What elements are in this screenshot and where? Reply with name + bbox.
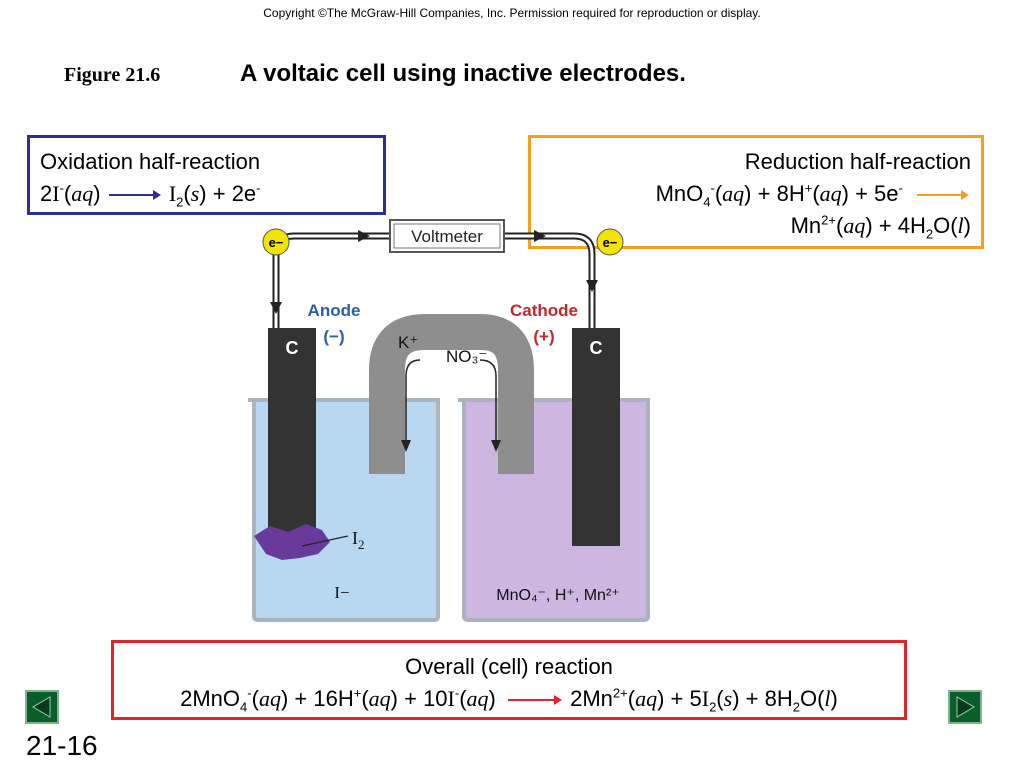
ov-state-l: l bbox=[824, 686, 831, 711]
k-ion-arrow bbox=[405, 359, 421, 444]
ox-state-s: s bbox=[190, 181, 200, 206]
ox-reaction-arrow bbox=[108, 190, 161, 201]
red-mno: MnO bbox=[655, 181, 704, 206]
electron-marker-left bbox=[262, 228, 290, 256]
red-water-h: + 4H bbox=[878, 213, 926, 238]
copyright-notice: Copyright ©The McGraw-Hill Companies, In… bbox=[263, 6, 761, 20]
wire-arrow-right bbox=[534, 230, 546, 242]
ov-mn: 2Mn bbox=[570, 686, 613, 711]
red-mn: Mn bbox=[790, 213, 822, 238]
red-state-l: l bbox=[957, 213, 964, 238]
oxidation-title: Oxidation half-reaction bbox=[40, 149, 261, 174]
ov-aq-1: aq bbox=[258, 686, 281, 711]
oxidation-equation: 2I-(aq) I2(s) + 2e- bbox=[40, 180, 261, 210]
k-ion-arrowhead bbox=[401, 440, 411, 452]
previous-slide-button[interactable] bbox=[25, 690, 59, 724]
ov-state-s: s bbox=[723, 686, 733, 711]
ov-mn-charge: 2+ bbox=[612, 685, 628, 701]
ox-electron-charge: - bbox=[256, 180, 261, 196]
arrow-right-icon bbox=[956, 696, 975, 718]
i2-pointer bbox=[301, 535, 349, 547]
ov-h: + 16H bbox=[294, 686, 354, 711]
ov-reaction-arrow bbox=[508, 695, 562, 706]
iodide-label: I− bbox=[334, 583, 349, 602]
red-electron-charge: - bbox=[898, 180, 903, 196]
electron-label-right: e− bbox=[603, 235, 618, 250]
ov-iodide-coef: + 10 bbox=[404, 686, 448, 711]
arrow-left-icon bbox=[32, 696, 51, 718]
slide-number: 21-16 bbox=[26, 730, 98, 761]
voltaic-cell-diagram: Voltmeter e− e− Anode (−) Cathode (+) K⁺… bbox=[248, 219, 650, 622]
red-h: + 8H bbox=[757, 181, 805, 206]
red-electrons: + 5e bbox=[855, 181, 899, 206]
voltmeter-inner bbox=[393, 223, 501, 249]
red-water-sub: 2 bbox=[925, 226, 934, 242]
wire-arrow-left bbox=[358, 230, 370, 242]
figure-label: Figure 21.6 bbox=[64, 64, 161, 86]
ov-water-sub: 2 bbox=[792, 699, 800, 715]
red-mno-sub: 4 bbox=[703, 194, 711, 210]
red-aq-1: aq bbox=[722, 181, 745, 206]
no3-ion-arrow bbox=[479, 359, 497, 444]
cathode-electrode bbox=[572, 328, 620, 546]
ox-state-aq: aq bbox=[71, 181, 94, 206]
salt-bridge bbox=[369, 314, 534, 474]
ov-aq-3: aq bbox=[466, 686, 489, 711]
reduction-equation-line2: Mn2+(aq) + 4H2O(l) bbox=[790, 212, 971, 242]
ox-coef: 2 bbox=[40, 181, 53, 206]
ov-iodine-sub: 2 bbox=[709, 699, 717, 715]
red-mn-charge: 2+ bbox=[821, 212, 836, 228]
red-mno-charge: - bbox=[710, 180, 715, 196]
i2-label: I2 bbox=[352, 528, 365, 552]
iodine-crystals bbox=[254, 524, 330, 560]
cathode-solution-label: MnO₄⁻, H⁺, Mn²⁺ bbox=[496, 587, 619, 604]
cathode-sign: (+) bbox=[533, 327, 554, 346]
ox-iodide: I bbox=[52, 181, 60, 206]
anode-electrode bbox=[268, 328, 316, 538]
cathode-wire-inner bbox=[504, 234, 594, 328]
overall-reaction-box: Overall (cell) reaction 2MnO4-(aq) + 16H… bbox=[111, 640, 907, 720]
ox-iodine: I bbox=[168, 181, 177, 206]
red-h-charge: + bbox=[804, 180, 813, 196]
cathode-label: Cathode bbox=[510, 301, 578, 320]
red-reaction-arrow bbox=[917, 190, 969, 201]
anode-sign: (−) bbox=[323, 327, 344, 346]
oxidation-box: Oxidation half-reaction 2I-(aq) I2(s) + … bbox=[27, 135, 386, 215]
ov-mno-sub: 4 bbox=[240, 699, 248, 715]
red-water-o: O bbox=[933, 213, 951, 238]
ov-iodine: I bbox=[701, 686, 710, 711]
ov-water-o: O bbox=[799, 686, 818, 711]
red-aq-3: aq bbox=[843, 213, 866, 238]
red-aq-2: aq bbox=[819, 181, 842, 206]
ov-mno: 2MnO bbox=[180, 686, 241, 711]
ov-aq-4: aq bbox=[635, 686, 658, 711]
wire-arrow-anode bbox=[270, 302, 282, 314]
ox-iodine-sub: 2 bbox=[176, 194, 184, 210]
reduction-equation-line1: MnO4-(aq) + 8H+(aq) + 5e- bbox=[541, 178, 971, 210]
figure-title: A voltaic cell using inactive electrodes… bbox=[240, 60, 686, 87]
no3-ion-arrowhead bbox=[491, 440, 501, 452]
ox-iodide-charge: - bbox=[59, 180, 64, 196]
anode-label: Anode bbox=[308, 301, 361, 320]
electron-marker-right bbox=[596, 228, 624, 256]
ov-aq-2: aq bbox=[368, 686, 391, 711]
ov-iodine-coef: + 5 bbox=[670, 686, 702, 711]
wire-arrow-cathode bbox=[586, 280, 598, 292]
voltmeter-label: Voltmeter bbox=[411, 227, 483, 246]
anode-electrode-label: C bbox=[286, 338, 299, 358]
ov-water-h: + 8H bbox=[745, 686, 793, 711]
ox-electrons: + 2e bbox=[212, 181, 257, 206]
ov-iodide: I bbox=[447, 686, 455, 711]
ov-mno-charge: - bbox=[247, 685, 252, 701]
overall-equation: 2MnO4-(aq) + 16H+(aq) + 10I-(aq) 2Mn2+(a… bbox=[180, 685, 838, 715]
next-slide-button[interactable] bbox=[948, 690, 982, 724]
reduction-title: Reduction half-reaction bbox=[744, 149, 971, 174]
overall-title: Overall (cell) reaction bbox=[405, 654, 613, 679]
no3-ion-label: NO₃⁻ bbox=[446, 347, 487, 366]
cathode-electrode-label: C bbox=[590, 338, 603, 358]
ov-iodide-charge: - bbox=[454, 685, 460, 701]
ov-h-charge: + bbox=[353, 685, 362, 701]
k-ion-label: K⁺ bbox=[398, 333, 418, 352]
electron-label-left: e− bbox=[269, 235, 284, 250]
